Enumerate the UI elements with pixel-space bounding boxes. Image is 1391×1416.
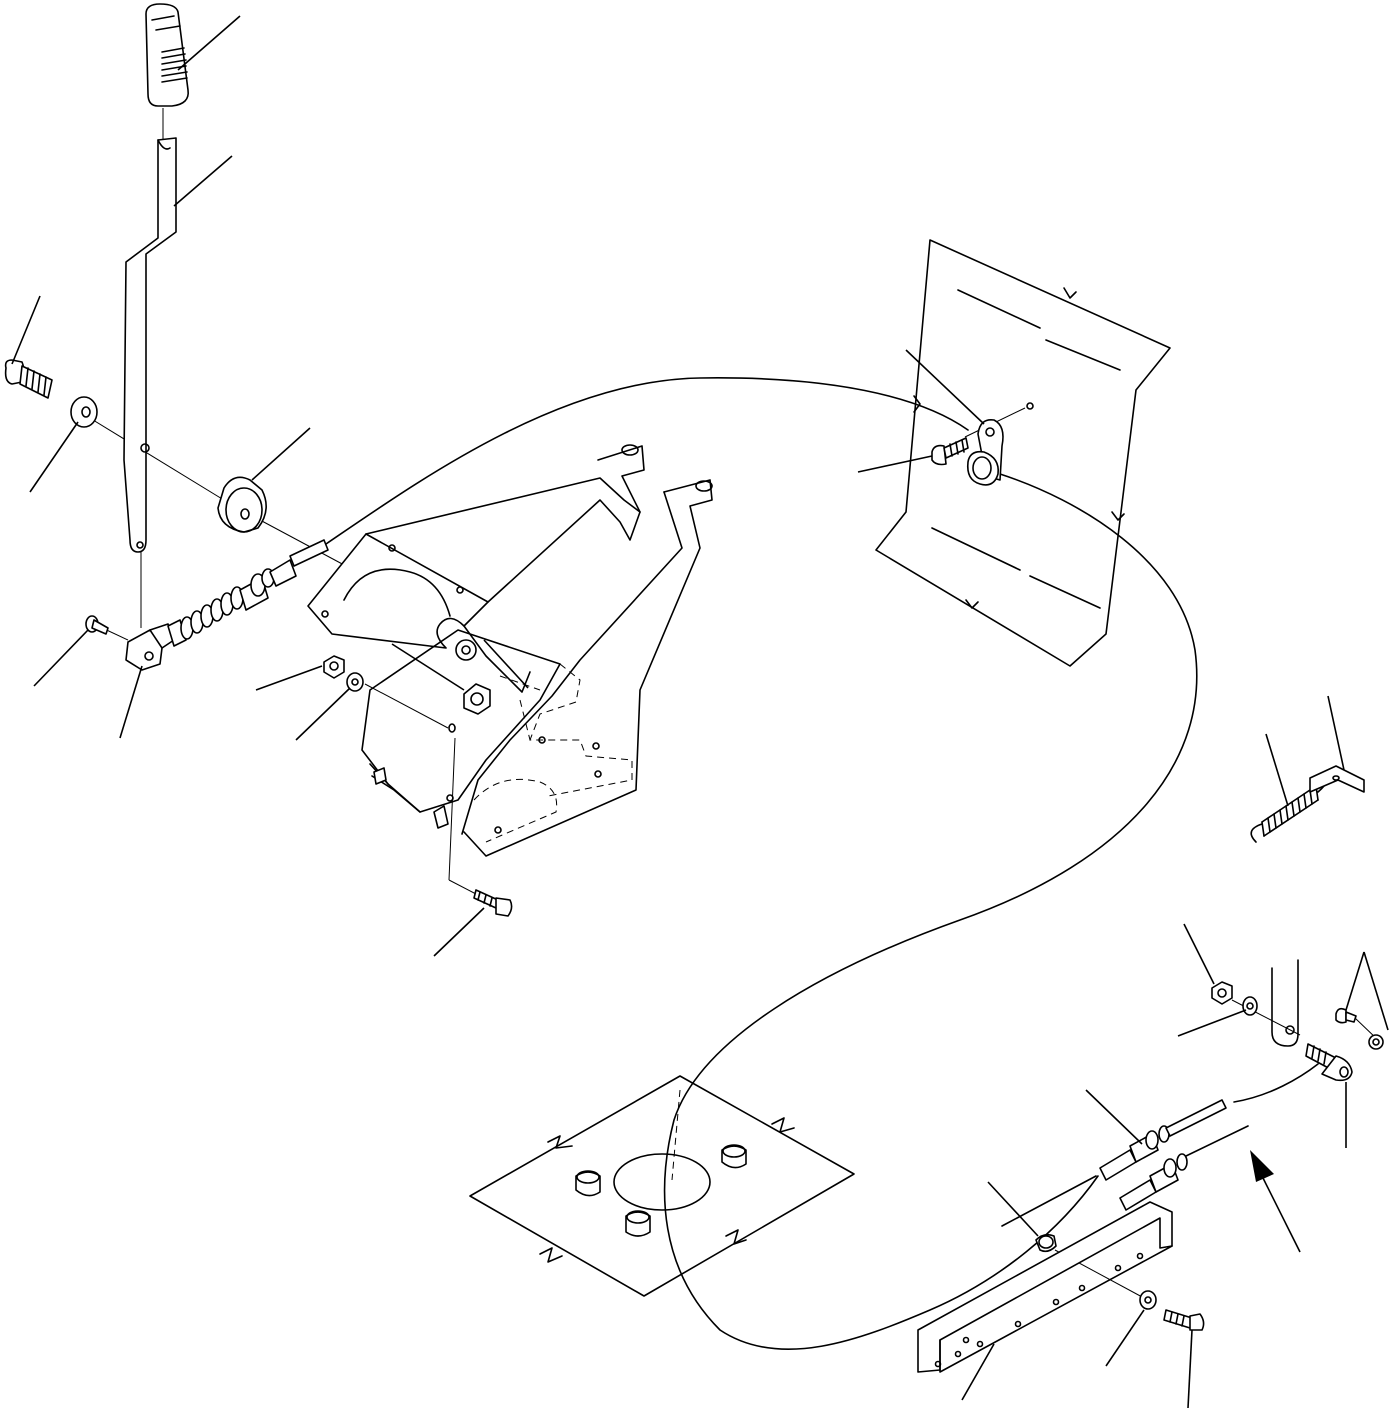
washer xyxy=(346,672,364,692)
mounting-plate xyxy=(917,1201,1173,1373)
clevis xyxy=(125,623,175,671)
leader-line xyxy=(857,455,933,473)
spacer xyxy=(1035,1233,1057,1253)
nut xyxy=(323,655,345,679)
leader-line xyxy=(1363,951,1389,1031)
leader-line xyxy=(1327,695,1345,771)
leader-line xyxy=(961,1343,995,1401)
lower-arm xyxy=(1271,959,1299,1047)
leader-line xyxy=(1085,1089,1143,1145)
leader-line xyxy=(177,15,241,71)
leader-line xyxy=(119,665,143,739)
firewall-panel xyxy=(875,239,1171,667)
bracket xyxy=(307,444,713,857)
nut xyxy=(1211,981,1233,1005)
leader-line xyxy=(173,155,233,207)
clevis-pin xyxy=(85,615,109,635)
cable-adjuster xyxy=(1001,1099,1249,1227)
bolt xyxy=(473,889,513,917)
leader-line xyxy=(905,349,985,425)
leader-line xyxy=(251,427,311,481)
leader-line xyxy=(433,907,485,957)
leader-line xyxy=(33,629,89,687)
floor-plate xyxy=(469,1075,855,1297)
bolt xyxy=(1335,1007,1357,1024)
spacer xyxy=(217,476,267,533)
leader-line xyxy=(295,687,351,741)
cable-clamp xyxy=(966,418,1004,486)
leader-line xyxy=(11,295,41,365)
cable-end xyxy=(1305,1034,1384,1082)
lever xyxy=(123,137,177,553)
leader-line xyxy=(1105,1309,1145,1367)
washer xyxy=(1242,996,1258,1016)
leader-line xyxy=(1183,923,1215,985)
washer xyxy=(70,396,98,428)
leader-line xyxy=(391,643,465,691)
leader-line xyxy=(483,639,529,689)
pivot-bolt xyxy=(4,359,53,399)
leader-line xyxy=(1265,733,1289,807)
control-cable-end xyxy=(167,539,329,647)
lever-knob xyxy=(145,3,189,107)
control-cable xyxy=(325,377,1319,1350)
leader-line xyxy=(1187,1329,1193,1409)
leader-line xyxy=(1177,1009,1247,1037)
bolt xyxy=(1163,1309,1205,1331)
arrow-icon xyxy=(1250,1150,1301,1253)
washer xyxy=(1139,1290,1157,1310)
leader-line xyxy=(29,421,79,493)
leader-lines xyxy=(11,15,1389,1409)
lock-nut xyxy=(463,683,491,715)
spring-bracket xyxy=(1309,765,1365,793)
clamp-bolt xyxy=(931,437,969,466)
leader-line xyxy=(987,1181,1039,1237)
leader-line xyxy=(1345,951,1365,1011)
leader-line xyxy=(255,665,323,691)
